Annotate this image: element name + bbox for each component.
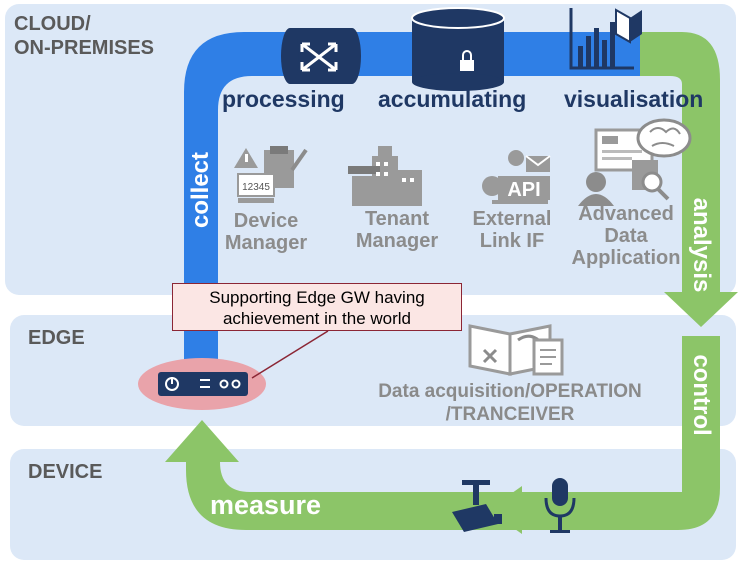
advanced-data-label-line1: Advanced	[578, 203, 674, 225]
ai-brain-icon	[578, 118, 692, 206]
manual-book-icon	[468, 324, 564, 376]
network-switch-icon	[281, 28, 361, 84]
edge-function-label: Data acquisition/OPERATION /TRANCEIVER	[340, 380, 680, 426]
microphone-icon	[544, 478, 576, 533]
tenant-building-icon	[348, 146, 422, 206]
api-icon	[482, 150, 551, 204]
collect-label: collect	[187, 151, 214, 229]
green-flow-band	[640, 32, 738, 327]
edge-layer-label: EDGE	[28, 327, 85, 349]
external-link-label: External Link IF	[460, 208, 564, 252]
tenant-manager-label-line1: Tenant	[364, 208, 430, 230]
cloud-layer-label: CLOUD/ ON-PREMISES	[14, 12, 154, 60]
measure-label: measure	[210, 490, 322, 520]
advanced-data-label-line2: Data	[604, 225, 648, 247]
external-link-label-line2: Link IF	[479, 230, 545, 252]
edge-gateway-icon	[158, 372, 248, 396]
blue-flow-band	[184, 32, 640, 408]
accumulating-label: accumulating	[378, 86, 527, 112]
visualisation-label: visualisation	[564, 86, 704, 112]
external-link-label-line1: External	[472, 208, 552, 230]
cloud-layer-label-line2: ON-PREMISES	[14, 37, 155, 59]
edge-gw-callout: Supporting Edge GW having achievement in…	[172, 283, 462, 331]
advanced-data-label-line3: Application	[571, 247, 681, 269]
cloud-layer-label-line1: CLOUD/	[14, 13, 91, 35]
tenant-manager-label: Tenant Manager	[343, 208, 451, 252]
edge-function-label-line1: Data acquisition/OPERATION	[378, 381, 642, 402]
analysis-label: analysis	[688, 197, 715, 293]
processing-label: processing	[222, 86, 345, 112]
bar-chart-icon	[569, 8, 642, 70]
edge-function-label-line2: /TRANCEIVER	[445, 404, 575, 425]
device-manager-label: Device Manager	[212, 210, 320, 254]
advanced-data-label: Advanced Data Application	[566, 203, 686, 269]
device-manager-icon	[234, 146, 308, 203]
control-label: control	[688, 354, 715, 436]
device-layer-label: DEVICE	[28, 461, 103, 483]
device-counter-text: 12345	[242, 182, 270, 193]
security-camera-icon	[452, 480, 502, 532]
callout-line2: achievement in the world	[222, 309, 412, 328]
green-return-band	[165, 336, 720, 530]
callout-line1: Supporting Edge GW having	[209, 288, 425, 307]
api-icon-text: API	[507, 179, 540, 201]
device-manager-label-line2: Manager	[224, 232, 308, 254]
tenant-manager-label-line2: Manager	[355, 230, 439, 252]
device-manager-label-line1: Device	[233, 210, 299, 232]
measure-arrow-head	[488, 486, 522, 534]
database-lock-icon	[411, 7, 505, 91]
callout-leader-line	[251, 330, 329, 379]
